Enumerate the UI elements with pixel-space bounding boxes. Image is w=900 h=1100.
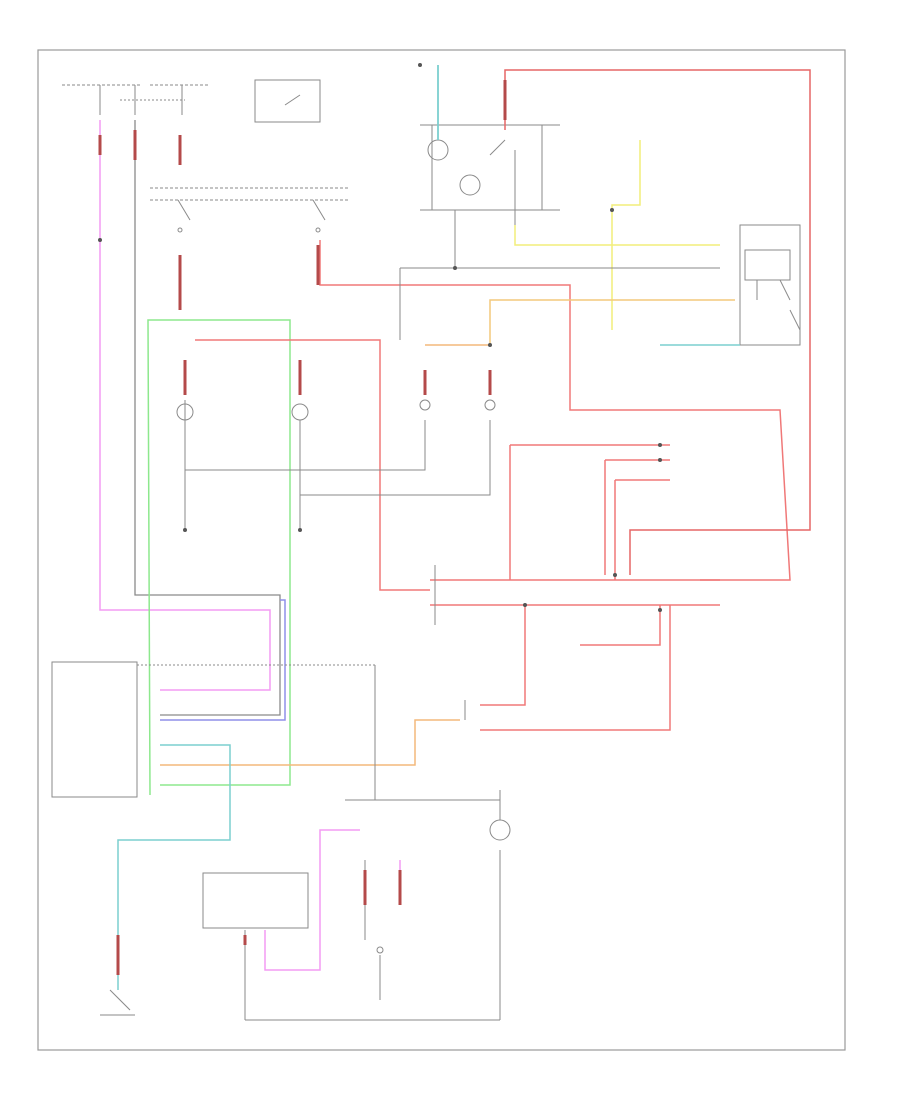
- wire-red-main: [319, 240, 791, 581]
- wire-cyan-lower: [117, 744, 231, 990]
- parking-brake-switch: [100, 989, 135, 1016]
- wire-orange-lower: [160, 719, 460, 766]
- wire-orange-1: [489, 299, 735, 345]
- wire-red-top: [504, 69, 811, 575]
- headlamp-bulbs: [176, 399, 496, 530]
- daytime-running-lamp-module-box: [51, 661, 500, 801]
- wire-yellow-1: [514, 225, 720, 246]
- bulb-bottom: [489, 790, 511, 841]
- connectors: [98, 80, 507, 975]
- wire-red-headlamps: [195, 339, 430, 591]
- ignition-switch-box: [202, 850, 501, 1021]
- junction-dots: [98, 63, 662, 612]
- dimmer-relay-box: [420, 124, 560, 268]
- wire-pink-left: [99, 120, 271, 691]
- wire-blue: [160, 599, 286, 721]
- right-module: [739, 224, 801, 346]
- wire-pink-bottom: [264, 829, 360, 971]
- diagram-frame: [37, 49, 846, 1051]
- wire-grey-left: [134, 120, 281, 716]
- wire-grey-ground-2: [299, 420, 491, 496]
- wire-grey-ground-1: [184, 400, 426, 471]
- wire-yellow-2: [611, 140, 641, 330]
- multifunction-switch-area: [430, 444, 720, 731]
- wire-green: [147, 319, 291, 796]
- top-power-section: [62, 79, 350, 233]
- brake-lamp-switch: [364, 860, 384, 1000]
